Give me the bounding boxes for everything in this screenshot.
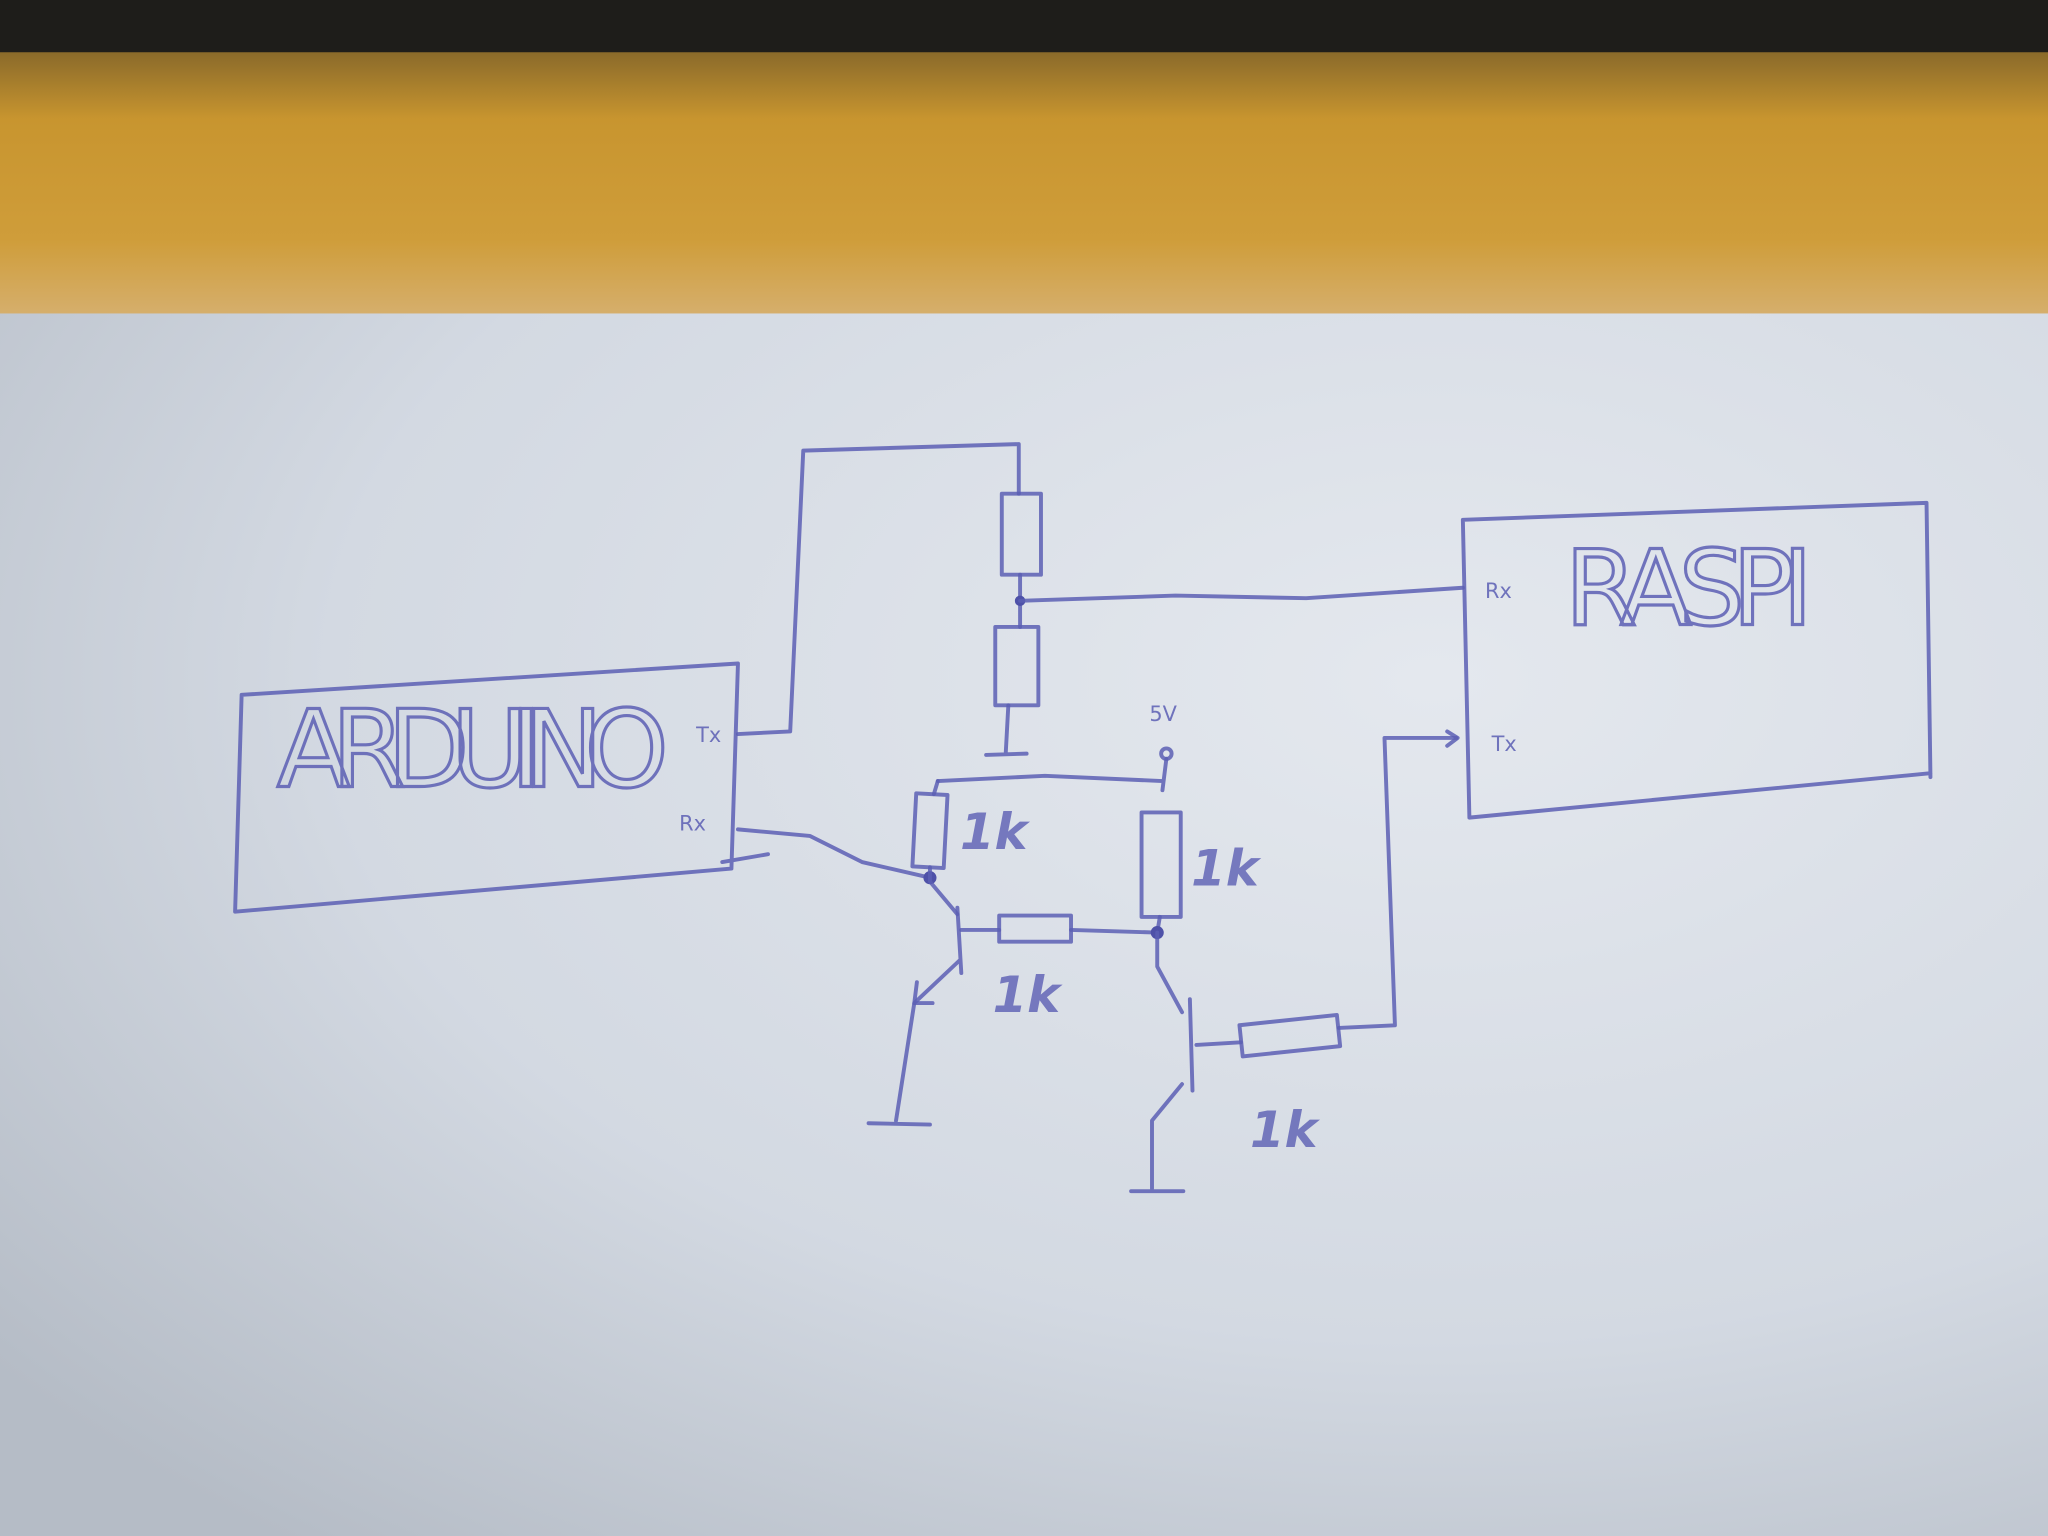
arduino-rx-label: Rx	[679, 812, 706, 836]
wire-arduino-rx	[735, 827, 932, 880]
wire-raspi-tx	[1336, 735, 1459, 1030]
voltage-divider	[735, 442, 1465, 757]
raspi-title: RASPI	[1565, 527, 1813, 649]
arduino-title: ARDUINO	[277, 688, 669, 812]
resistor-collector-right-label: 1k	[1191, 840, 1262, 898]
divider-resistor-bottom	[993, 624, 1041, 708]
resistor-coupling-label: 1k	[993, 966, 1064, 1024]
paper-sheet	[0, 313, 2048, 1536]
desk-edge-dark	[0, 0, 2048, 59]
arduino-tx-label: Tx	[695, 723, 721, 747]
level-shifter: 5V 1k 1k 1k 1k	[735, 702, 1460, 1194]
arduino-block: ARDUINO Tx Rx	[233, 661, 770, 914]
resistor-collector-left-label: 1k	[960, 803, 1031, 861]
raspi-rx-label: Rx	[1485, 579, 1512, 603]
resistor-base-raspi-label: 1k	[1250, 1101, 1321, 1159]
supply-5v-label: 5V	[1149, 702, 1177, 726]
wooden-desk	[0, 52, 2048, 320]
wire-to-raspi-rx	[1018, 585, 1465, 603]
raspi-tx-label: Tx	[1491, 732, 1517, 756]
transistor-2	[1187, 997, 1195, 1093]
raspi-block: RASPI Rx Tx	[1460, 500, 1933, 820]
